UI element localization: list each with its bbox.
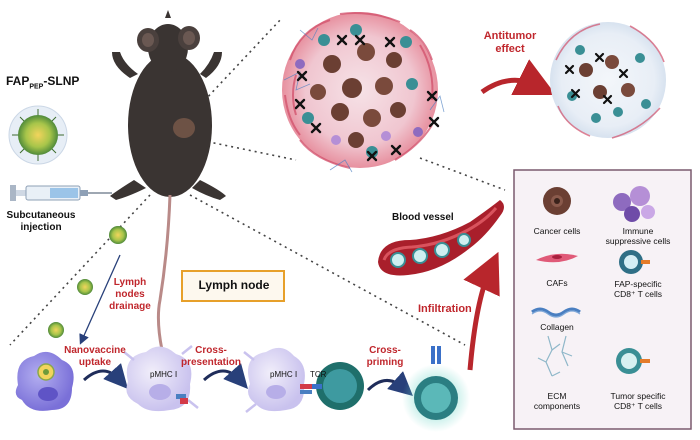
nanoparticle-icon: [8, 105, 68, 165]
legend-box: [513, 169, 692, 430]
uptake-arrow: [82, 363, 128, 389]
draining-nanoparticles: [48, 226, 127, 338]
ecm-icon: [537, 335, 573, 377]
tumor-icon: [282, 12, 445, 173]
activated-t-cell-icon: [402, 346, 470, 432]
collagen-icon: [531, 307, 581, 318]
lymph-node-label: Lymph node: [198, 278, 270, 292]
legend-label-fap-t-cells: FAP-specific CD8⁺ T cells: [613, 279, 663, 299]
legend-label-collagen: Collagen: [540, 322, 574, 332]
presentation-arrow: [202, 363, 248, 389]
dendritic-cell-presenting-icon: [243, 347, 312, 413]
infiltration-label: Infiltration: [418, 303, 472, 315]
blood-vessel-label: Blood vessel: [392, 212, 454, 223]
legend-label-cancer-cells: Cancer cells: [533, 226, 581, 236]
treated-tumor-icon: [550, 22, 666, 139]
lymph-node-box: [181, 270, 285, 302]
legend-label-immune-suppressive: Immune suppressive cells: [605, 226, 671, 246]
drainage-arrow: [79, 254, 121, 345]
mouse-icon: [110, 10, 226, 351]
tcr-label: TCR: [310, 370, 327, 379]
nanovaccine-label: Nanovaccine uptake: [64, 345, 126, 368]
caf-icon: [536, 253, 578, 263]
legend-label-cafs: CAFs: [546, 278, 568, 288]
antitumor-label: Antitumor effect: [483, 30, 537, 55]
antitumor-arrow: [480, 59, 556, 95]
fap-subscript: PEP: [29, 83, 44, 91]
lymph-drainage-label: Lymph nodes drainage: [109, 277, 151, 312]
naive-t-cell-icon: [312, 362, 364, 410]
fap-slnp-label: FAPPEP-SLNP: [6, 74, 80, 91]
legend-label-ecm: ECM components: [533, 391, 581, 411]
immune-suppressive-cells-icon: [613, 186, 655, 222]
blood-vessel-icon: [378, 200, 504, 276]
infiltration-arrow: [463, 251, 500, 371]
pmhc-label-2: pMHC Ⅰ: [270, 370, 298, 379]
cross-priming-label: Cross- priming: [366, 345, 404, 368]
legend-label-tumor-t-cells: Tumor specific CD8⁺ T cells: [610, 391, 666, 411]
priming-arrow: [366, 371, 413, 396]
dendritic-cell-loaded-icon: [123, 345, 199, 412]
cancer-cell-icon: [543, 187, 571, 215]
fap-t-cell-icon: [619, 250, 650, 274]
subcutaneous-label: Subcutaneous injection: [6, 210, 76, 233]
tumor-t-cell-icon: [616, 348, 650, 374]
pmhc-label-1: pMHC Ⅰ: [150, 370, 178, 379]
cross-presentation-label: Cross- presentation: [180, 345, 241, 368]
syringe-icon: [10, 185, 112, 201]
dendritic-cell-immature-icon: [15, 351, 74, 411]
